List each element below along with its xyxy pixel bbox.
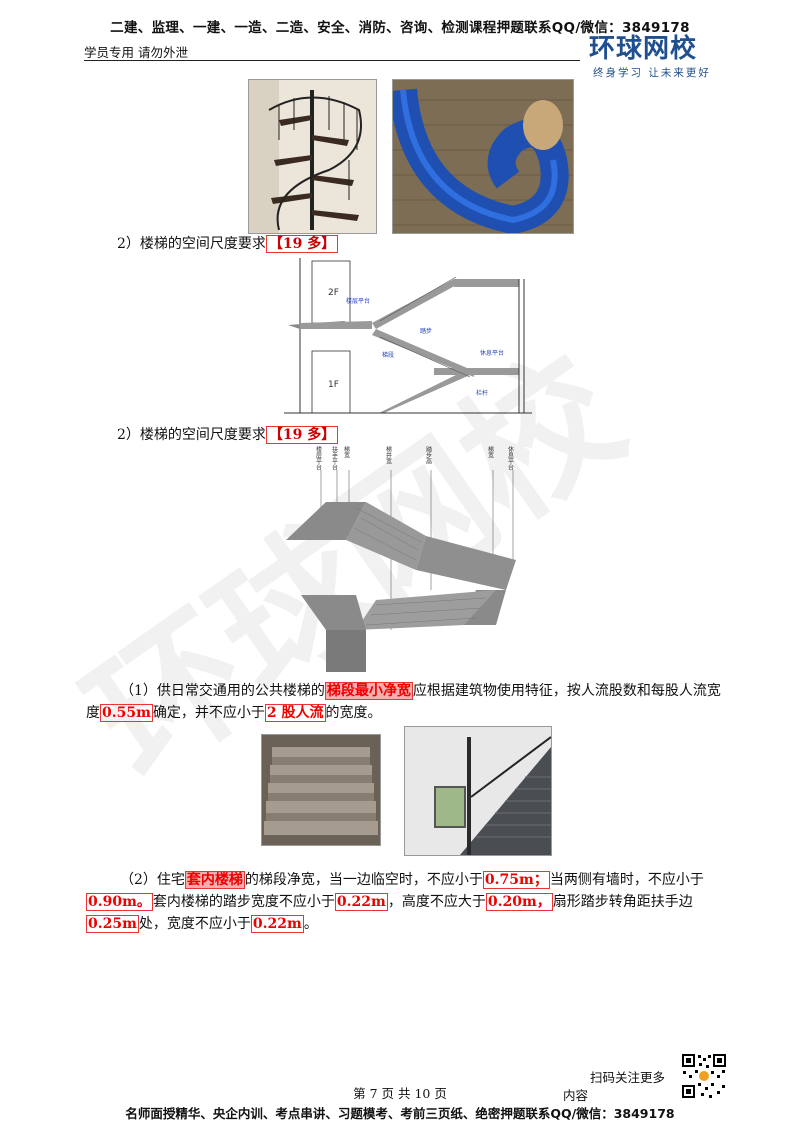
exam-tag-b: 【19 多】	[265, 426, 339, 444]
logo-title: 环球网校	[589, 34, 698, 64]
section-heading-b-label: 2）楼梯的空间尺度要求	[117, 427, 266, 443]
highlight-indoor-stair: 套内楼梯	[184, 871, 245, 889]
header-contact-line: 二建、监理、一建、一造、二造、安全、消防、咨询、检测课程押题联系QQ/微信：38…	[110, 20, 690, 36]
highlight-0-22m-width: 0.22m	[250, 915, 304, 933]
section-heading-b: 2）楼梯的空间尺度要求【19 多】	[117, 424, 339, 444]
logo-slogan: 终身学习 让未来更好	[593, 67, 711, 79]
stairwell-photo	[404, 726, 552, 856]
para2-text-6: 扇形踏步转角距扶手边	[552, 894, 693, 910]
staircase-3d-diagram: 楼层平台 扶手平台 梯宽 梯井宽 踏步高 梯宽 休息平台	[266, 440, 556, 672]
dim-label-6: 梯宽	[487, 445, 494, 459]
exam-tag-a: 【19 多】	[265, 235, 339, 253]
highlight-0-20m: 0.20m，	[485, 893, 553, 911]
highlight-2-streams: 2 股人流	[264, 704, 326, 722]
section-heading-a: 2）楼梯的空间尺度要求【19 多】	[117, 233, 339, 253]
spiral-staircase-photo	[248, 79, 377, 234]
concrete-stairs-photo	[261, 734, 381, 846]
para1-text-1: （1）供日常交通用的公共楼梯的	[120, 683, 325, 699]
dim-label-1: 楼层平台	[315, 445, 322, 471]
rest-landing-label: 休息平台	[480, 349, 504, 357]
railing-label: 栏杆	[476, 389, 488, 397]
floor-1f-label: 1F	[328, 380, 339, 390]
qr-code[interactable]	[681, 1053, 727, 1099]
highlight-min-net-width: 梯段最小净宽	[324, 682, 413, 700]
highlight-0-22m-tread: 0.22m	[334, 893, 388, 911]
para1-text-4: 的宽度。	[325, 705, 382, 721]
dim-label-7: 休息平台	[507, 445, 514, 471]
paragraph-public-stair-width: （1）供日常交通用的公共楼梯的梯段最小净宽应根据建筑物使用特征，按人流股数和每股…	[86, 680, 726, 724]
header-user-note: 学员专用 请勿外泄	[84, 45, 188, 60]
para2-text-8: 。	[303, 916, 318, 932]
dim-label-3: 梯宽	[343, 445, 350, 459]
section-heading-a-label: 2）楼梯的空间尺度要求	[117, 236, 266, 252]
header-divider	[84, 60, 580, 61]
footer-contact-line: 名师面授精华、央企内训、考点串讲、习题模考、考前三页纸、绝密押题联系QQ/微信：…	[125, 1106, 675, 1121]
dim-label-4: 梯井宽	[385, 445, 392, 465]
para2-text-3: 当两侧有墙时，不应小于	[549, 872, 704, 888]
page-number: 第 7 页 共 10 页	[353, 1086, 447, 1101]
blue-spiral-staircase-photo	[392, 79, 574, 234]
scan-prompt-line2: 内容	[563, 1088, 589, 1103]
tread-label: 踏步	[420, 327, 432, 335]
highlight-0-25m: 0.25m	[86, 915, 139, 933]
para2-text-7: 处，宽度不应小于	[138, 916, 251, 932]
floor-landing-label: 楼层平台	[346, 297, 370, 305]
para2-text-2: 的梯段净宽，当一边临空时，不应小于	[244, 872, 483, 888]
staircase-section-diagram: 2F 1F 楼层平台 踏步 梯段 休息平台 栏杆	[284, 253, 532, 417]
brand-logo: 环球网校 终身学习 让未来更好	[589, 28, 737, 80]
scan-prompt-line1: 扫码关注更多	[590, 1070, 666, 1085]
floor-2f-label: 2F	[328, 288, 339, 298]
para2-text-4: 套内楼梯的踏步宽度不应小于	[152, 894, 335, 910]
highlight-0-90m: 0.90m。	[86, 893, 153, 911]
dim-label-2: 扶手平台	[331, 445, 338, 471]
para2-text-5: ，高度不应大于	[387, 894, 486, 910]
flight-label: 梯段	[382, 351, 394, 359]
highlight-0-55m: 0.55m	[100, 704, 153, 722]
para1-text-2: 应根据建筑物使用特征，按人流股数和每股人流宽度	[86, 683, 721, 721]
dim-label-5: 踏步高	[425, 445, 432, 465]
para1-text-3: 确定，并不应小于	[152, 705, 265, 721]
highlight-0-75m: 0.75m；	[482, 871, 550, 889]
para2-text-1: （2）住宅	[120, 872, 185, 888]
